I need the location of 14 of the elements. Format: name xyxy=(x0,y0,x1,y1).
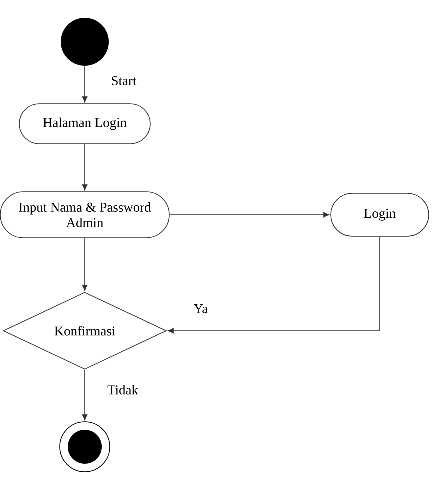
action-box: Input Nama & Password Admin xyxy=(0,192,170,238)
edge-label: Ya xyxy=(192,304,210,314)
arrow xyxy=(82,66,88,103)
arrow xyxy=(82,238,88,292)
edge-label: Start xyxy=(110,75,138,87)
action-box: Halaman Login xyxy=(19,104,151,144)
start-circle xyxy=(61,18,109,66)
arrow xyxy=(82,370,88,421)
arrow xyxy=(82,144,88,191)
end-circle xyxy=(60,422,110,472)
arrow xyxy=(170,212,330,218)
edge-label: Tidak xyxy=(106,384,140,396)
action-box: Login xyxy=(330,193,430,237)
arrow xyxy=(168,236,380,334)
